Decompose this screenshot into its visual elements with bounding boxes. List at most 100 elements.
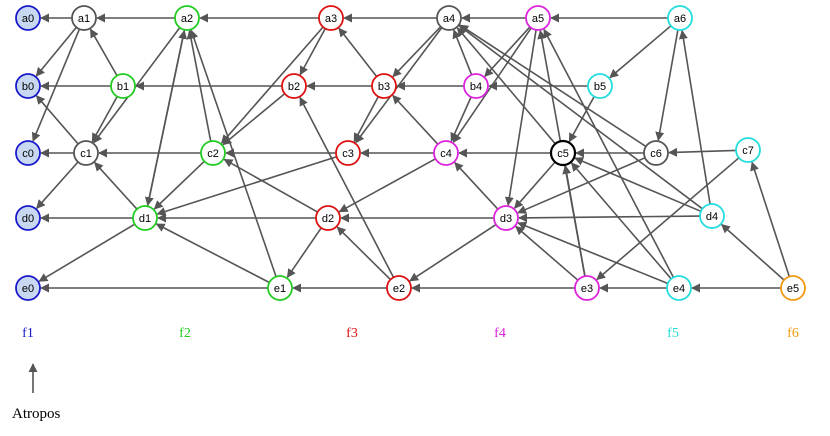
node-label-e5: e5	[787, 283, 799, 295]
node-circle-a2	[174, 5, 200, 31]
node-label-a4: a4	[443, 13, 455, 25]
node-c7: c7	[735, 137, 761, 163]
node-e0: e0	[15, 275, 41, 301]
node-circle-a1	[71, 5, 97, 31]
node-circle-b2	[281, 73, 307, 99]
node-d2: d2	[315, 205, 341, 231]
edge-d3-e2	[409, 223, 497, 282]
edge-e4-d3	[517, 221, 669, 285]
node-label-a3: a3	[325, 13, 337, 25]
edge-c7-e3	[596, 157, 740, 281]
node-label-d2: d2	[322, 213, 334, 225]
node-label-c3: c3	[342, 148, 354, 160]
edge-c1-d0	[36, 161, 79, 209]
node-circle-d1	[132, 205, 158, 231]
edge-c7-c6	[668, 147, 737, 157]
node-b1: b1	[110, 73, 136, 99]
edge-d1-c1	[94, 161, 138, 210]
node-b3: b3	[371, 73, 397, 99]
node-label-c7: c7	[742, 145, 754, 157]
edge-e1-d1	[155, 223, 270, 284]
node-label-a2: a2	[181, 13, 193, 25]
node-b5: b5	[587, 73, 613, 99]
node-label-b5: b5	[594, 81, 606, 93]
node-c0: c0	[15, 140, 41, 166]
node-circle-a4	[436, 5, 462, 31]
node-label-d4: d4	[706, 211, 718, 223]
edge-c2-a2	[186, 29, 212, 142]
node-c2: c2	[200, 140, 226, 166]
node-c3: c3	[335, 140, 361, 166]
node-circle-a5	[525, 5, 551, 31]
node-a2: a2	[174, 5, 200, 31]
edge-d2-c2	[223, 158, 318, 213]
edge-a4-c3	[355, 27, 443, 144]
node-c1: c1	[73, 140, 99, 166]
edge-a5-c4	[452, 27, 532, 144]
node-label-a6: a6	[674, 13, 686, 25]
column-label-f3: f3	[346, 326, 358, 341]
node-label-e1: e1	[274, 283, 286, 295]
edge-c6-a4	[459, 24, 647, 148]
column-label-f2: f2	[179, 326, 191, 341]
node-circle-c6	[643, 140, 669, 166]
node-a1: a1	[71, 5, 97, 31]
node-circle-e4	[666, 275, 692, 301]
edge-c6-d3	[517, 157, 646, 214]
node-circle-e3	[574, 275, 600, 301]
edge-d1-e0	[38, 223, 136, 282]
node-circle-a6	[667, 5, 693, 31]
node-label-e2: e2	[393, 283, 405, 295]
node-c5: c5	[549, 139, 577, 167]
node-e5: e5	[780, 275, 806, 301]
node-label-d0: d0	[22, 213, 34, 225]
edge-c5-d3	[513, 161, 556, 209]
edge-d2-e1	[286, 227, 322, 279]
edge-d4-a6	[678, 29, 711, 205]
edge-b3-c3	[353, 96, 380, 143]
node-e3: e3	[574, 275, 600, 301]
edge-c3-d1	[156, 155, 337, 216]
node-label-d3: d3	[500, 213, 512, 225]
edge-e3-d3	[515, 225, 579, 281]
edge-a1-c0	[31, 28, 81, 142]
node-circle-c3	[335, 140, 361, 166]
node-label-e0: e0	[22, 283, 34, 295]
node-label-b2: b2	[288, 81, 300, 93]
edge-e4-c5	[570, 162, 672, 280]
node-b0: b0	[15, 73, 41, 99]
node-label-c4: c4	[440, 148, 452, 160]
node-e2: e2	[386, 275, 412, 301]
node-a3: a3	[318, 5, 344, 31]
edge-c1-b0	[35, 95, 79, 145]
node-label-b4: b4	[470, 81, 482, 93]
node-circle-c4	[433, 140, 459, 166]
node-circle-d0	[15, 205, 41, 231]
node-circle-e5	[780, 275, 806, 301]
node-label-a1: a1	[78, 13, 90, 25]
edge-e4-a5	[543, 28, 675, 278]
edge-a2-c1	[93, 27, 181, 144]
edge-d4-c5	[574, 157, 702, 213]
node-label-b1: b1	[117, 81, 129, 93]
edge-d3-c4	[454, 161, 499, 210]
edge-c4-d2	[338, 158, 436, 213]
node-b2: b2	[281, 73, 307, 99]
node-circle-c7	[735, 137, 761, 163]
node-label-e4: e4	[673, 283, 685, 295]
edges-layer	[31, 13, 791, 293]
node-label-e3: e3	[581, 283, 593, 295]
edge-b2-c2	[222, 92, 286, 146]
node-label-c0: c0	[22, 148, 34, 160]
node-label-a5: a5	[532, 13, 544, 25]
edge-e5-c7	[750, 161, 791, 277]
edge-a5-d3	[504, 29, 537, 207]
edge-d4-d3	[518, 213, 701, 223]
column-label-f5: f5	[667, 326, 679, 341]
edge-a3-c2	[220, 26, 324, 144]
edge-e1-a2	[189, 29, 277, 277]
column-label-f4: f4	[494, 326, 506, 341]
node-circle-b3	[371, 73, 397, 99]
